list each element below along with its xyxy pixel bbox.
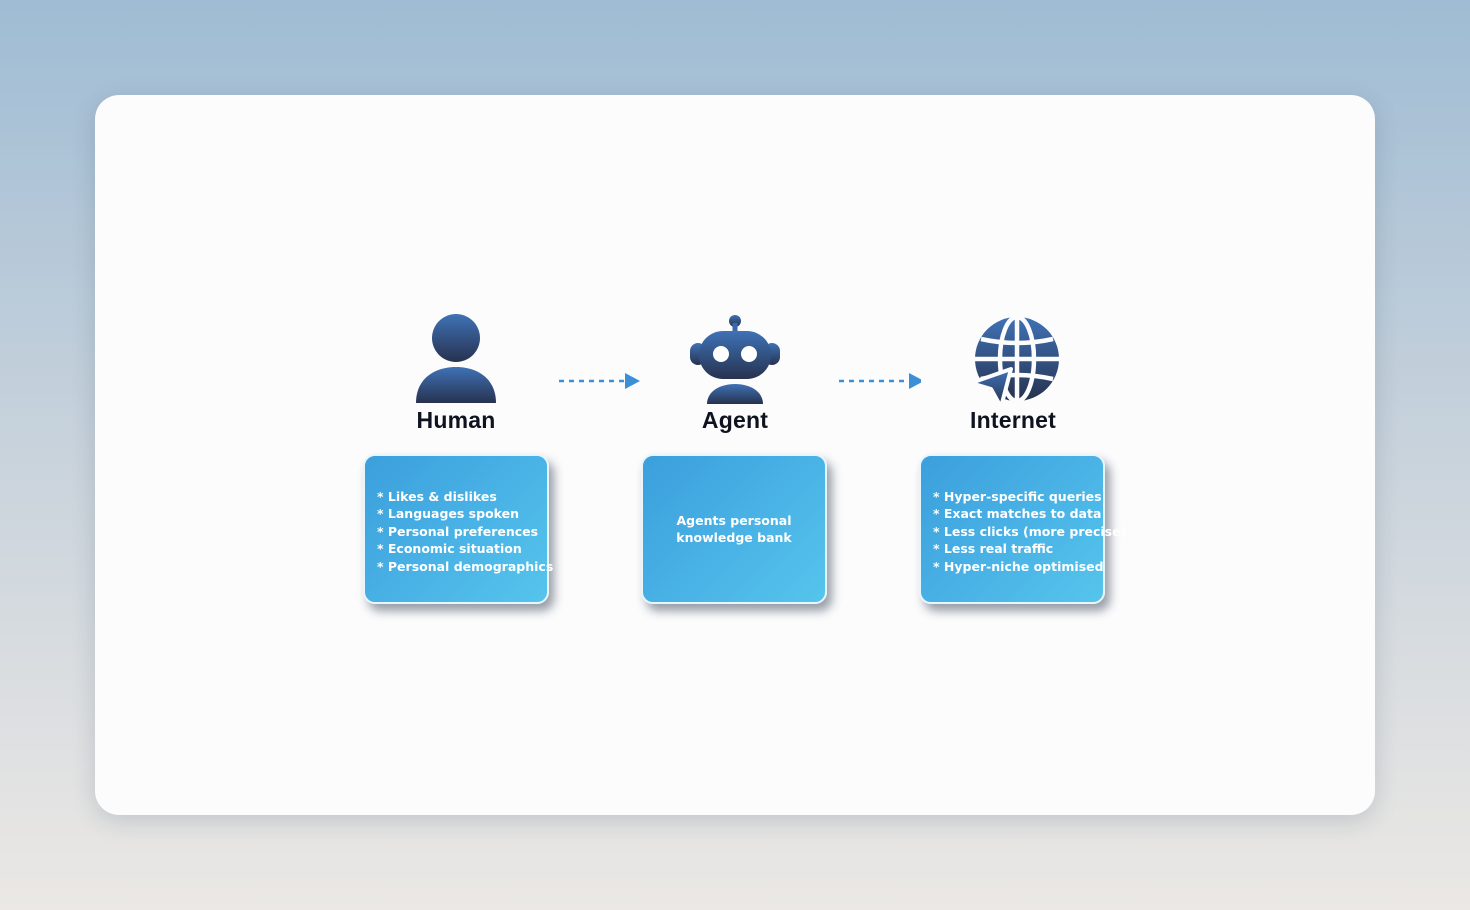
- list-item: * Likes & dislikes: [377, 489, 497, 504]
- person-icon: [416, 314, 496, 403]
- list-item: * Less clicks (more precise): [933, 523, 1127, 539]
- internet-effects-box: * Hyper-specific queries * Exact matches…: [919, 454, 1127, 604]
- human-attributes-box: * Likes & dislikes * Languages spoken * …: [363, 454, 554, 604]
- node-human: Human: [361, 313, 551, 434]
- human-attributes-list: * Likes & dislikes * Languages spoken * …: [365, 456, 554, 575]
- arrow-agent-to-internet: [839, 373, 921, 389]
- robot-icon: [690, 315, 780, 404]
- agent-description: Agents personal knowledge bank: [676, 513, 792, 546]
- list-item: * Hyper-niche optimised: [933, 558, 1104, 574]
- node-agent: Agent: [640, 313, 830, 434]
- list-item: * Languages spoken: [377, 506, 520, 522]
- list-item: * Personal preferences: [377, 523, 539, 539]
- list-item: * Exact matches to data: [933, 506, 1102, 522]
- list-item: * Hyper-specific queries: [933, 489, 1102, 504]
- internet-effects-list: * Hyper-specific queries * Exact matches…: [921, 456, 1127, 575]
- agent-knowledge-box: Agents personal knowledge bank: [641, 454, 827, 604]
- node-title-human: Human: [416, 407, 496, 433]
- node-internet: Internet: [918, 313, 1108, 434]
- list-item: * Personal demographics: [377, 558, 554, 574]
- node-title-internet: Internet: [970, 407, 1056, 433]
- list-item: * Less real traffic: [933, 541, 1054, 557]
- list-item: * Economic situation: [377, 541, 522, 557]
- slide-card: Human Agent: [95, 95, 1375, 815]
- arrow-human-to-agent: [559, 373, 640, 389]
- globe-cursor-icon: [969, 314, 1059, 409]
- node-title-agent: Agent: [701, 407, 769, 433]
